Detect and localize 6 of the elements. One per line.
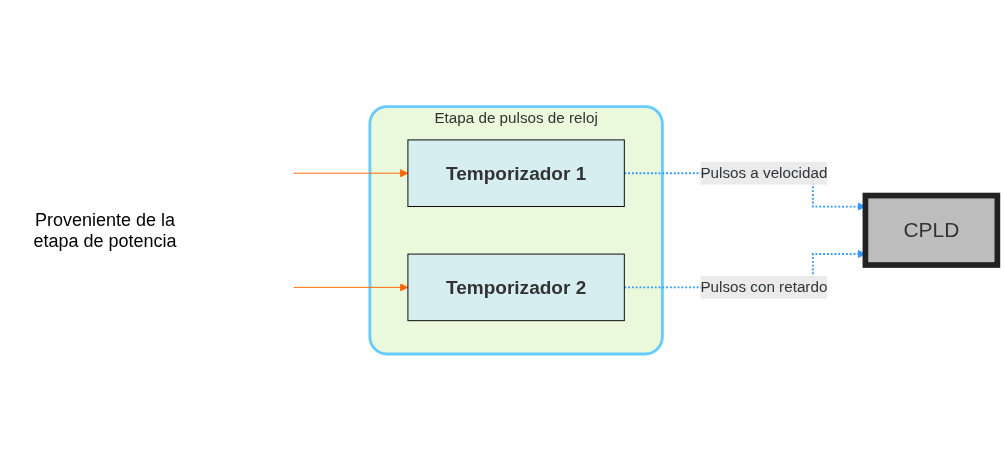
node-box: Temporizador 2 bbox=[407, 253, 625, 322]
edge-label: Pulsos con retardo bbox=[700, 279, 828, 296]
note-text: Proveniente de la etapa de potencia bbox=[32, 209, 178, 252]
edge-label: Pulsos a velocidad bbox=[700, 164, 828, 182]
node-box: Temporizador 1 bbox=[407, 139, 625, 208]
node-box: CPLD bbox=[862, 192, 1001, 269]
